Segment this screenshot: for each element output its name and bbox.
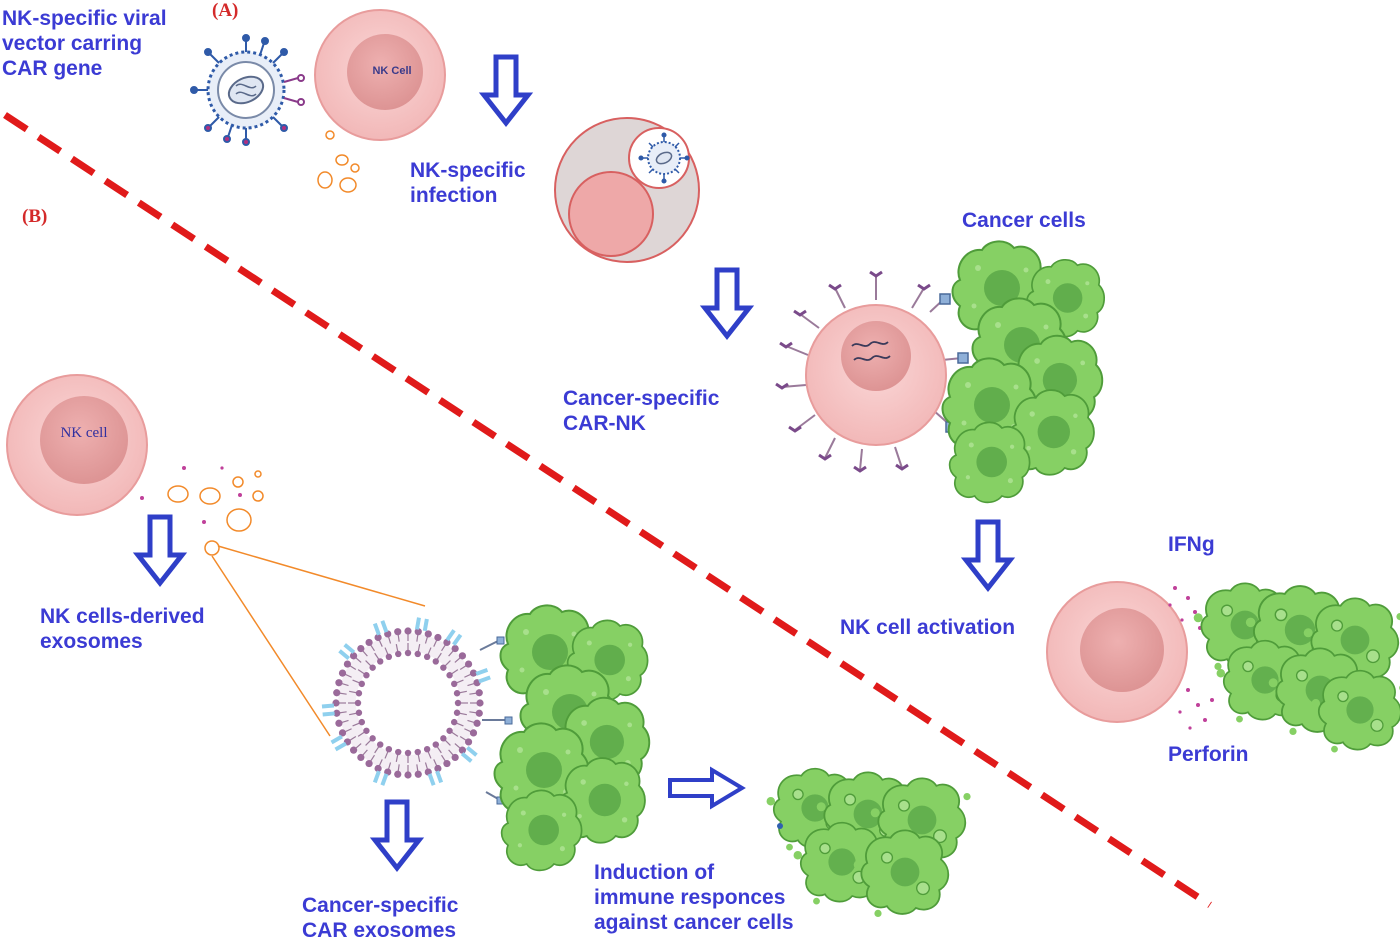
label-nk-cell-activation: NK cell activation bbox=[840, 616, 1016, 639]
panel-tag-b: (B) bbox=[22, 206, 48, 227]
label-nk-cells-derived-exosomes: NK cells-derived exosomes bbox=[40, 605, 205, 653]
nk-cell-left-label: NK cell bbox=[60, 425, 107, 441]
zoom-line-lower bbox=[211, 555, 331, 737]
activated-nk-cell bbox=[1046, 581, 1188, 723]
viral-vector-icon bbox=[190, 34, 305, 146]
car-exosome bbox=[321, 617, 513, 805]
car-nk-cell bbox=[775, 270, 969, 473]
label-nk-specific-infection: NK-specific infection bbox=[410, 159, 526, 207]
label-perforin: Perforin bbox=[1168, 743, 1249, 766]
label-induction-immune-responses: Induction of immune responces against ca… bbox=[594, 861, 794, 934]
arrow-down-a3 bbox=[966, 522, 1010, 588]
dying-cancer-cluster-bottom bbox=[765, 767, 972, 918]
label-viral-vector: NK-specific viral vector carring CAR gen… bbox=[2, 7, 167, 80]
cancer-cell-cluster-right bbox=[941, 240, 1106, 504]
nk-cell-left: NK cell bbox=[6, 374, 148, 516]
label-cancer-specific-car-exosomes: Cancer-specific CAR exosomes bbox=[302, 894, 459, 942]
label-cancer-cells: Cancer cells bbox=[962, 209, 1086, 232]
arrow-down-b2 bbox=[375, 802, 419, 868]
exosome-dots-left bbox=[140, 466, 242, 524]
label-ifng: IFNg bbox=[1168, 533, 1215, 556]
arrow-down-a2 bbox=[705, 270, 749, 336]
zoom-line-upper bbox=[217, 545, 426, 607]
arrow-down-b1 bbox=[138, 517, 182, 583]
nk-cell-top: NK Cell bbox=[314, 9, 446, 141]
panel-divider-line bbox=[3, 112, 1212, 908]
panel-tag-a: (A) bbox=[212, 0, 239, 21]
infected-nk-cell bbox=[554, 117, 700, 263]
exosome-bubbles-top bbox=[317, 130, 360, 193]
dying-cancer-cluster-right bbox=[1192, 582, 1400, 754]
exosome-bubbles-left bbox=[167, 470, 264, 556]
cancer-cell-cluster-bottom bbox=[493, 604, 651, 872]
arrow-right-b3 bbox=[668, 766, 746, 810]
label-cancer-specific-car-nk: Cancer-specific CAR-NK bbox=[563, 387, 720, 435]
nk-cell-top-label: NK Cell bbox=[372, 65, 411, 77]
arrow-down-a1 bbox=[484, 57, 528, 123]
cytokine-dots bbox=[1168, 586, 1214, 730]
